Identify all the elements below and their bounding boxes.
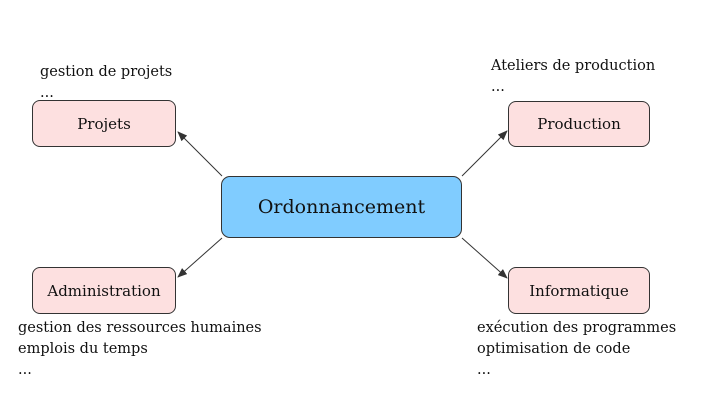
note-line: emplois du temps — [18, 341, 148, 357]
note-line: exécution des programmes — [477, 320, 677, 336]
note-line: gestion de projets — [40, 64, 173, 80]
note-line: ... — [40, 85, 54, 101]
node-ordonnancement-label: Ordonnancement — [257, 196, 426, 218]
edge-to-production — [461, 130, 508, 177]
node-administration: Administration — [32, 267, 176, 314]
node-production-label: Production — [537, 115, 621, 133]
node-projets: Projets — [32, 100, 176, 147]
note-line: ... — [491, 79, 505, 95]
note-line: Ateliers de production — [491, 58, 656, 74]
note-line: optimisation de code — [477, 341, 631, 357]
node-informatique-label: Informatique — [529, 281, 629, 300]
note-informatique: exécution des programmes optimisation de… — [477, 318, 676, 381]
node-informatique: Informatique — [508, 267, 650, 314]
note-line: ... — [18, 362, 32, 378]
node-production: Production — [508, 101, 650, 147]
edge-to-informatique — [461, 237, 508, 279]
edge-to-administration — [177, 237, 223, 278]
node-ordonnancement: Ordonnancement — [221, 176, 462, 238]
note-line: ... — [477, 362, 491, 378]
note-line: gestion des ressources humaines — [18, 320, 262, 336]
note-production: Ateliers de production ... — [491, 56, 655, 98]
edge-to-projets — [177, 131, 223, 177]
note-projets: gestion de projets ... — [40, 62, 172, 104]
node-administration-label: Administration — [47, 281, 161, 300]
note-administration: gestion des ressources humaines emplois … — [18, 318, 262, 381]
node-projets-label: Projets — [77, 114, 131, 133]
